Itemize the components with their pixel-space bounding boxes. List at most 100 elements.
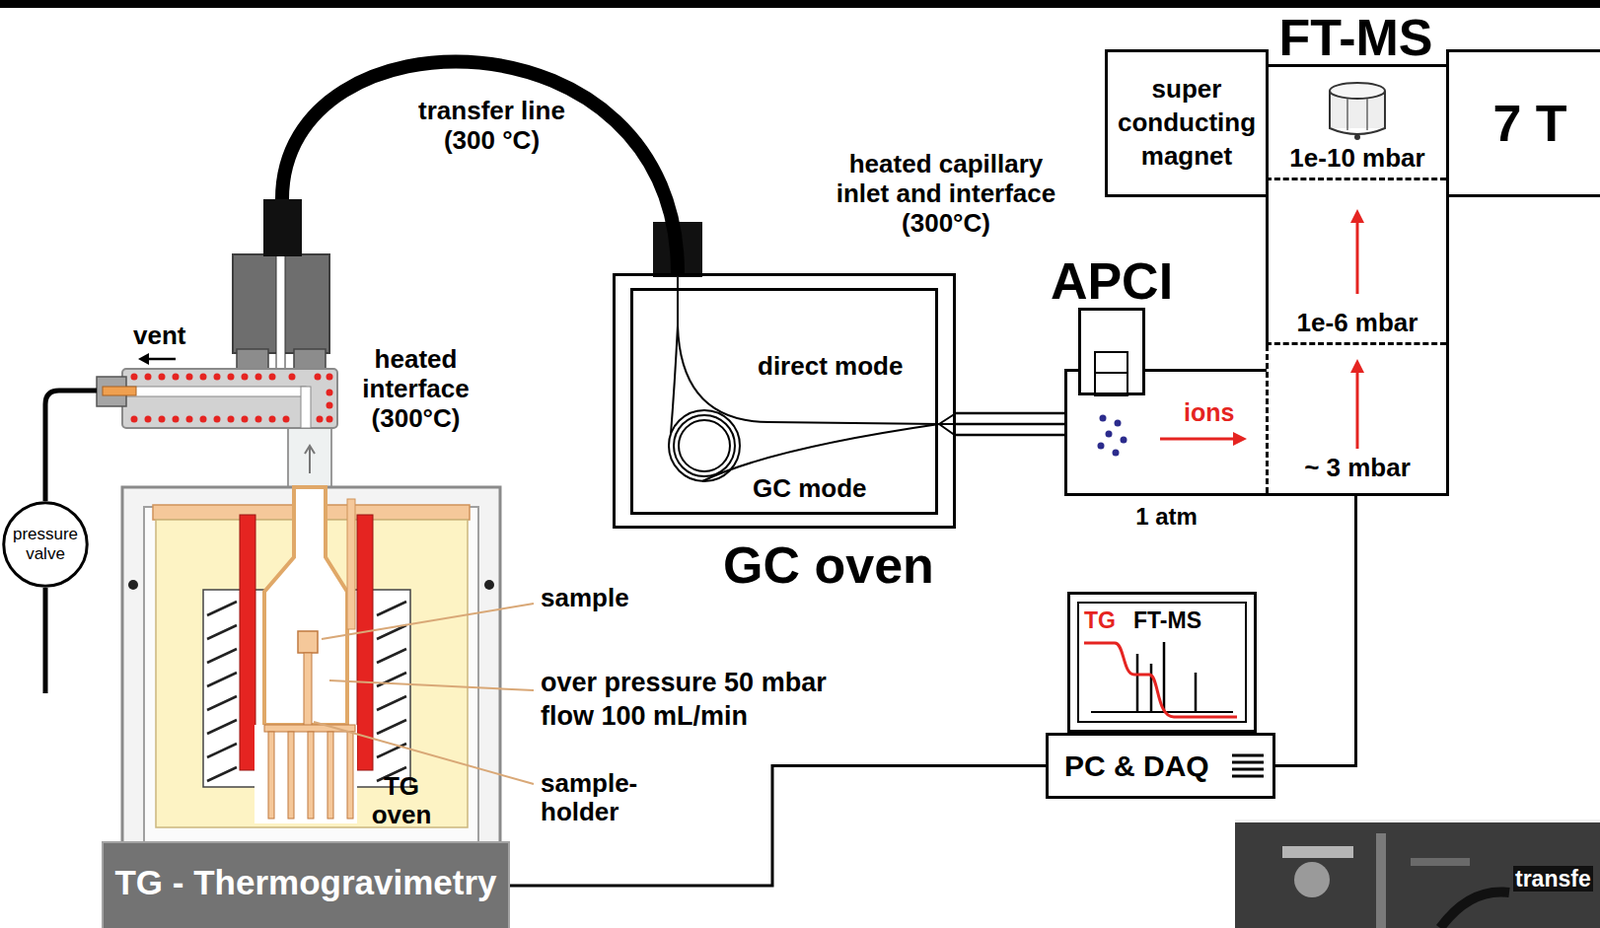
leader-lines — [313, 603, 534, 785]
field-box: 7 T — [1446, 49, 1600, 198]
tg-oven-drawing-part — [288, 731, 294, 819]
heated-interface-drawing-part-part — [269, 373, 277, 381]
magnet-box: super conducting magnet — [1104, 49, 1269, 198]
field-label: 7 T — [1492, 97, 1567, 149]
heated-interface-drawing-part — [293, 349, 326, 369]
heated-interface-drawing-part — [131, 373, 334, 424]
tg-oven-drawing-part — [304, 445, 315, 474]
heated-interface-drawing-part-part — [131, 373, 139, 381]
connector — [955, 413, 1065, 436]
monitor: TG FT-MS — [1067, 591, 1257, 733]
tg-oven-drawing-part — [307, 731, 314, 819]
heated-interface-drawing-part — [300, 386, 311, 429]
apci-source-drawing-part-part — [1112, 449, 1120, 457]
pressure-label: 1 atm — [1067, 503, 1266, 531]
gc-column-drawing-part — [702, 424, 940, 482]
tg-oven-drawing-part — [357, 514, 373, 771]
apci-source-drawing-part-part — [1105, 431, 1113, 438]
apci-source-drawing-part-part — [1097, 442, 1105, 450]
vent-arrow-part — [138, 353, 149, 365]
heated-interface-drawing-part-part — [145, 373, 152, 381]
tg-oven-drawing-part — [122, 487, 501, 845]
screen-text: TG — [1084, 608, 1116, 634]
pressure-valve: pressure valve — [1, 501, 89, 588]
apci-probe: APCI — [1078, 307, 1146, 396]
ftms-drawing-part — [1354, 134, 1361, 141]
gc-column-drawing-part — [673, 415, 735, 477]
leader-lines-part — [313, 603, 534, 785]
monitor-drawing-part — [1084, 643, 1237, 718]
photo-part — [1235, 819, 1600, 928]
photo-part — [1235, 819, 1600, 823]
ftms-drawing — [1329, 82, 1385, 449]
apci-source-drawing-part-part — [1114, 420, 1122, 428]
vent-line — [45, 587, 47, 694]
menu-icon — [1232, 755, 1264, 777]
heated-interface-drawing-part-part — [316, 416, 324, 424]
flow-label: vent — [133, 321, 186, 351]
gc-column-drawing-part — [677, 277, 940, 425]
heated-interface-drawing-part — [102, 386, 137, 396]
callout-label: over pressure 50 mbar flow 100 mL/min — [540, 666, 867, 734]
ion-source: ions1 atm — [1064, 368, 1266, 497]
monitor-drawing-part — [1137, 642, 1196, 713]
heated-interface-drawing-part-part — [172, 416, 180, 424]
tg-oven-drawing-part — [288, 426, 332, 490]
tg-oven-drawing-part — [268, 731, 275, 819]
gc-column-drawing-part — [670, 325, 678, 435]
heated-interface-drawing-part-part — [269, 416, 277, 424]
tg-oven-drawing-part — [347, 731, 354, 819]
heated-interface-drawing-part-part — [145, 416, 152, 424]
heated-interface-drawing-part-part — [255, 416, 263, 424]
tg-oven-drawing — [122, 426, 501, 845]
heated-interface-drawing-part — [236, 349, 269, 369]
heated-interface-drawing-part-part — [326, 373, 334, 381]
tg-oven-drawing-part — [484, 580, 495, 590]
screen-text: FT-MS — [1133, 608, 1202, 634]
vent-line-part — [43, 587, 49, 694]
callout-label: sample — [540, 583, 630, 614]
connector — [45, 390, 97, 502]
ftms-drawing-part — [1329, 82, 1385, 99]
tg-oven-drawing-part — [303, 653, 312, 728]
heated-interface-drawing-part-part — [172, 373, 180, 381]
connector — [509, 766, 1046, 887]
heated-interface-drawing-part — [263, 199, 302, 257]
menu-icon-part — [1232, 755, 1264, 777]
apci-source-drawing-part — [1094, 371, 1128, 374]
heated-interface-drawing-part-part — [241, 373, 249, 381]
ftms-column: FT-MS1e-10 mbar1e-6 mbar~ 3 mbar — [1265, 64, 1450, 497]
mode-label: GC mode — [752, 474, 868, 505]
heated-interface-drawing-part-part — [214, 416, 221, 424]
monitor-drawing-part — [1090, 711, 1234, 714]
apci-source-drawing-part — [1160, 437, 1236, 441]
tg-oven-drawing-part — [254, 725, 358, 824]
heated-interface-drawing-part-part — [283, 416, 291, 424]
section-heading: APCI — [1041, 255, 1182, 307]
vent-arrow — [138, 353, 176, 365]
photo-part — [1440, 891, 1510, 928]
tg-oven-drawing-part — [239, 514, 256, 771]
heated-interface-drawing-part-part — [241, 416, 249, 424]
apci-source-drawing-part — [1097, 415, 1128, 457]
gc-oven-inner: direct modeGC mode — [630, 288, 939, 515]
heated-interface-drawing-part-part — [200, 416, 208, 424]
ion-label: ions — [1183, 398, 1235, 428]
part-label: heated interface (300°C) — [354, 345, 478, 435]
apci-source-drawing-part — [1079, 308, 1145, 395]
heated-interface-drawing-part-part — [289, 373, 296, 381]
heated-interface-drawing-part — [276, 246, 286, 375]
monitor-drawing-part — [1078, 602, 1246, 723]
ftms-drawing-part — [1350, 359, 1365, 373]
callout-label: sample- holder — [540, 769, 652, 826]
section-heading: GC oven — [723, 539, 935, 591]
pressure-label: ~ 3 mbar — [1268, 453, 1447, 484]
photo-label: transfe — [1513, 866, 1594, 892]
heated-interface-drawing-part — [122, 368, 338, 429]
tg-oven-drawing-part — [327, 731, 334, 819]
vacuum-chamber: 1e-10 mbar — [1265, 67, 1447, 181]
heated-interface-drawing-part-part — [131, 416, 139, 424]
pressure-label: 1e-6 mbar — [1268, 308, 1447, 339]
ftms-drawing-part — [1350, 209, 1365, 223]
